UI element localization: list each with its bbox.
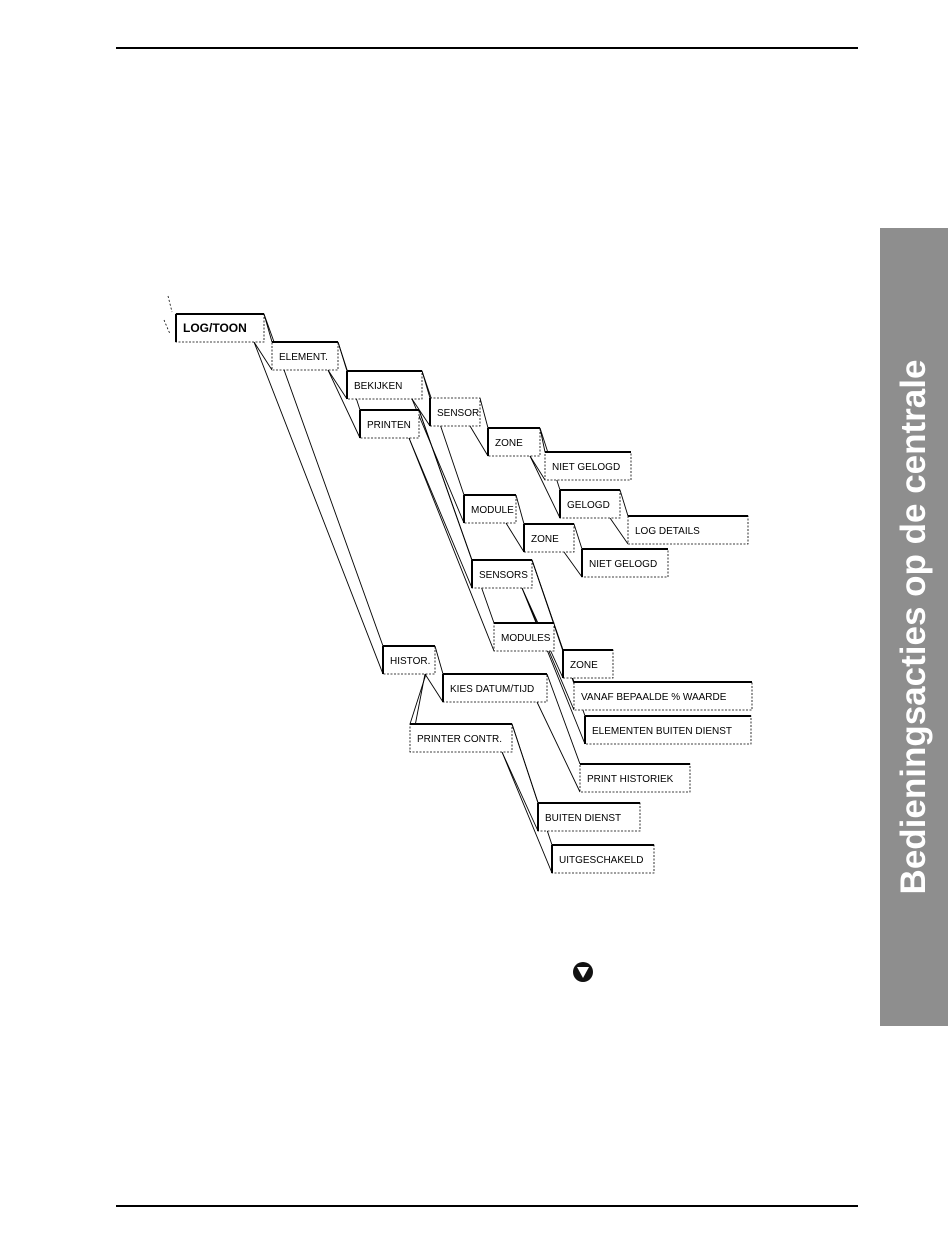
tree-connector-top (422, 371, 464, 495)
menu-node-elementen-buiten-dienst: ELEMENTEN BUITEN DIENST (585, 716, 751, 744)
chapter-side-tab: Bedieningsacties op de centrale (880, 228, 948, 1026)
menu-node-buiten-dienst: BUITEN DIENST (538, 803, 640, 831)
tree-connector-stub (164, 320, 170, 334)
menu-node-bekijken: BEKIJKEN (347, 371, 422, 399)
tree-nodes: LOG/TOON ELEMENT. BEKIJKEN PRINTEN SENSOR ZON… (176, 314, 752, 873)
menu-node-print-historiek: PRINT HISTORIEK (580, 764, 690, 792)
menu-node-label: ELEMENT. (279, 352, 328, 363)
menu-node-label: PRINT HISTORIEK (587, 774, 674, 785)
menu-node-uitgeschakeld: UITGESCHAKELD (552, 845, 654, 873)
tree-connector-bottom (470, 426, 488, 456)
menu-node-label: PRINTEN (367, 420, 411, 431)
tree-connector-bottom (328, 370, 347, 399)
footer-rule (116, 1205, 858, 1207)
menu-node-label: LOG DETAILS (635, 526, 700, 537)
menu-node-label: BEKIJKEN (354, 381, 402, 392)
tree-connector-bottom (506, 523, 524, 552)
menu-node-label: ZONE (570, 660, 598, 671)
menu-node-label: ELEMENTEN BUITEN DIENST (592, 726, 732, 737)
menu-node-log-details: LOG DETAILS (628, 516, 748, 544)
tree-connector-top (516, 495, 524, 524)
menu-node-sensor: SENSOR (430, 398, 480, 426)
chapter-side-tab-title: Bedieningsacties op de centrale (894, 360, 934, 895)
menu-node-niet-gelogd-2: NIET GELOGD (582, 549, 668, 577)
menu-node-label: MODULES (501, 633, 551, 644)
menu-node-label: HISTOR. (390, 656, 430, 667)
menu-node-label: VANAF BEPAALDE % WAARDE (581, 692, 727, 703)
menu-node-zone-1: ZONE (488, 428, 540, 456)
menu-node-printer-contr: PRINTER CONTR. (410, 724, 512, 752)
menu-node-zone-2: ZONE (524, 524, 574, 552)
tree-connector-top (574, 524, 582, 549)
menu-node-label: ZONE (531, 534, 559, 545)
tree-connector-bottom (409, 438, 494, 651)
menu-tree-diagram: LOG/TOON ELEMENT. BEKIJKEN PRINTEN SENSOR ZON… (0, 0, 870, 900)
tree-connector-bottom (425, 674, 443, 702)
menu-node-label: UITGESCHAKELD (559, 855, 643, 866)
tree-connector-top (620, 490, 628, 516)
tree-connector-top (435, 646, 443, 674)
tree-connector-top (480, 398, 488, 428)
menu-node-element: ELEMENT. (272, 342, 338, 370)
menu-node-label: LOG/TOON (183, 321, 247, 335)
menu-node-label: NIET GELOGD (552, 462, 620, 473)
tree-connector-bottom (610, 518, 628, 544)
menu-node-vanaf: VANAF BEPAALDE % WAARDE (574, 682, 752, 710)
menu-node-sensors: SENSORS (472, 560, 532, 588)
menu-node-label: ZONE (495, 438, 523, 449)
tree-connector-stub (168, 296, 172, 312)
menu-node-label: MODULE (471, 505, 514, 516)
menu-node-label: GELOGD (567, 500, 610, 511)
tree-connector-bottom (502, 752, 538, 831)
menu-node-printen: PRINTEN (360, 410, 419, 438)
menu-node-label: NIET GELOGD (589, 559, 657, 570)
menu-node-log-toon: LOG/TOON (176, 314, 264, 342)
tree-connector-bottom (564, 552, 582, 577)
menu-node-kies-datum: KIES DATUM/TIJD (443, 674, 547, 702)
menu-node-label: PRINTER CONTR. (417, 734, 502, 745)
menu-node-histor: HISTOR. (383, 646, 435, 674)
menu-node-gelogd: GELOGD (560, 490, 620, 518)
menu-node-label: KIES DATUM/TIJD (450, 684, 534, 695)
tree-connector-bottom (530, 456, 545, 480)
menu-node-label: SENSOR (437, 408, 479, 419)
menu-node-zone-3: ZONE (563, 650, 613, 678)
menu-node-niet-gelogd-1: NIET GELOGD (545, 452, 631, 480)
menu-node-modules: MODULES (494, 623, 554, 651)
menu-node-label: BUITEN DIENST (545, 813, 621, 824)
menu-node-label: SENSORS (479, 570, 528, 581)
down-triangle-icon (572, 961, 594, 983)
menu-node-module: MODULE (464, 495, 516, 523)
